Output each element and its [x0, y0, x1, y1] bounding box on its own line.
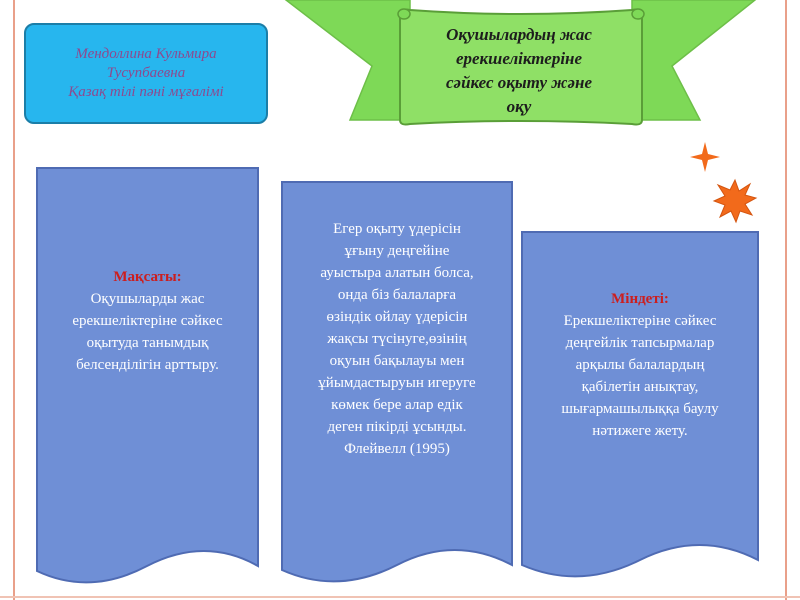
card-quote-line: ұғыну деңгейіне: [344, 243, 450, 259]
card-task-line: қабілетін анықтау,: [581, 379, 699, 395]
frame-left-line: [13, 0, 15, 600]
banner-line: оқу: [506, 97, 532, 116]
card-goal-line: Оқушыларды жас: [90, 291, 205, 307]
card-goal-shape: [36, 167, 259, 584]
starburst-icon: [712, 178, 758, 224]
card-task-line: деңгейлік тапсырмалар: [565, 335, 715, 351]
frame-right-line: [785, 0, 787, 600]
banner-line: ерекшеліктеріне: [455, 49, 583, 68]
sparkle-icon: [690, 142, 720, 172]
author-box: Мендоллина Кульмира Тусупбаевна Қазақ ті…: [24, 23, 268, 124]
card-task: Міндеті: Ерекшеліктеріне сәйкес деңгейлі…: [520, 230, 760, 596]
card-goal-line: оқытуда танымдық: [86, 335, 209, 351]
card-quote-line: онда біз балаларға: [337, 287, 457, 303]
card-task-title: Міндеті:: [611, 291, 669, 307]
banner-line: Оқушылардың жас: [446, 25, 592, 44]
author-name-line1: Мендоллина Кульмира: [75, 46, 217, 62]
card-goal-line: белсенділігін арттыру.: [76, 357, 219, 373]
card-task-line: Ерекшеліктеріне сәйкес: [563, 313, 717, 329]
card-quote-shape: [281, 181, 513, 583]
card-goal-title: Мақсаты:: [113, 269, 182, 285]
card-quote-line: Флейвелл (1995): [344, 441, 450, 457]
banner-line: сәйкес оқыту және: [446, 73, 592, 92]
banner-title: Оқушылардың жас ерекшеліктеріне сәйкес о…: [405, 16, 633, 126]
card-quote-line: өзіндік ойлау үдерісін: [326, 309, 468, 325]
card-quote-line: Егер оқыту үдерісін: [333, 221, 461, 237]
card-goal-line: ерекшеліктеріне сәйкес: [72, 313, 223, 329]
card-quote-line: ұйымдастыруын игеруге: [318, 375, 476, 391]
card-task-line: шығармашылыққа баулу: [561, 401, 719, 417]
card-quote: Егер оқыту үдерісін ұғыну деңгейіне ауыс…: [280, 180, 514, 596]
card-goal: Мақсаты: Оқушыларды жас ерекшеліктеріне …: [35, 166, 260, 596]
card-task-line: арқылы балалардың: [575, 357, 705, 373]
card-quote-line: көмек бере алар едік: [331, 397, 463, 413]
card-quote-line: ауыстыра алатын болса,: [320, 265, 474, 281]
author-name-line2: Тусупбаевна: [106, 65, 186, 81]
frame-bottom-line: [0, 596, 800, 598]
card-quote-line: деген пікірді ұсынды.: [327, 419, 467, 435]
card-quote-line: жақсы түсінуге,өзінің: [327, 331, 467, 347]
card-quote-line: оқуын бақылауы мен: [329, 353, 465, 369]
author-role: Қазақ тілі пәні мұғалімі: [68, 84, 224, 100]
card-task-shape: [521, 231, 759, 578]
ribbon-banner: [284, 0, 757, 126]
card-task-line: нәтижеге жету.: [592, 423, 688, 439]
